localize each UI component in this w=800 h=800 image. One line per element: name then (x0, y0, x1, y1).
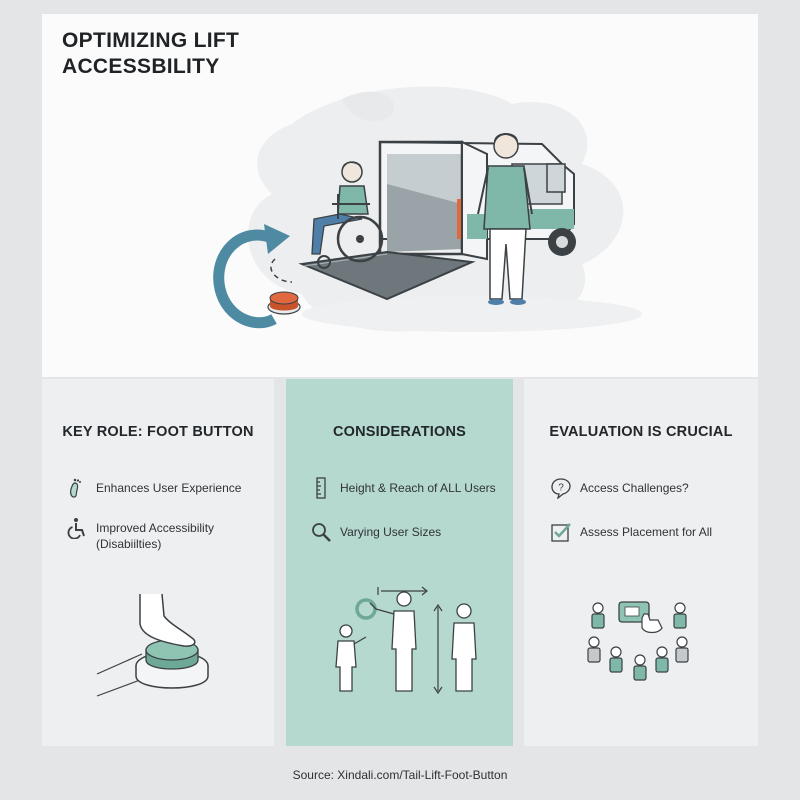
magnifier-icon (310, 521, 332, 543)
checkbox-icon (550, 521, 572, 543)
svg-text:?: ? (558, 483, 564, 494)
page-title: OPTIMIZING LIFT ACCESSBILITY (62, 29, 240, 78)
panel-heading: CONSIDERATIONS (332, 424, 467, 440)
group-evaluation-illustration (587, 601, 689, 681)
infographic-card: OPTIMIZING LIFT ACCESSBILITY KEY ROLE: F… (42, 14, 758, 746)
source-credit: Source: Xindali.com/Tail-Lift-Foot-Butto… (292, 768, 508, 782)
panel-evaluation: EVALUATION IS CRUCIAL ? Access Challenge… (524, 379, 758, 746)
user-sizes-illustration (335, 586, 477, 695)
list-item: Enhances User Experience (66, 477, 241, 499)
list-item: ? Access Challenges? (550, 477, 689, 500)
ruler-icon (310, 477, 332, 499)
item-text: Varying User Sizes (340, 525, 442, 539)
item-text: Enhances User Experience (96, 481, 242, 495)
list-item: Assess Placement for All (550, 521, 712, 543)
list-item: Height & Reach of ALL Users (310, 477, 496, 499)
footprint-icon (66, 477, 88, 499)
panel-foot-button: KEY ROLE: FOOT BUTTON Enhances User Expe… (42, 379, 274, 746)
item-text: Access Challenges? (580, 481, 689, 495)
panel-heading: EVALUATION IS CRUCIAL (549, 424, 733, 440)
question-bubble-icon: ? (550, 477, 572, 500)
foot-on-button-illustration (96, 593, 209, 697)
item-text: Assess Placement for All (580, 525, 713, 539)
panel-heading: KEY ROLE: FOOT BUTTON (62, 424, 254, 440)
hero-section: OPTIMIZING LIFT ACCESSBILITY (42, 14, 758, 377)
list-item: Improved Accessibility (Disabiilties) (66, 517, 256, 552)
van-lift-illustration (213, 86, 642, 332)
item-text: Improved Accessibility (Disabiilties) (96, 521, 215, 551)
item-text: Height & Reach of ALL Users (340, 481, 496, 495)
panel-considerations: CONSIDERATIONS Height & Reach of ALL Use… (286, 379, 513, 746)
wheelchair-icon (66, 517, 88, 540)
list-item: Varying User Sizes (310, 521, 441, 543)
